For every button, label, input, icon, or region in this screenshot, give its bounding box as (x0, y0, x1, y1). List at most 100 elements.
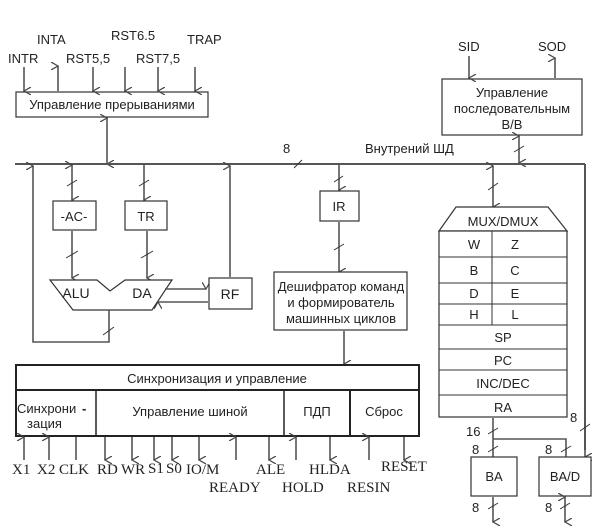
bus-width-label: 8 (283, 141, 290, 156)
register-file-table: W Z B C D E H L SP PC INC/DEC RA (438, 230, 568, 418)
interrupt-signals: INTR INTA RST5,5 RST6.5 RST7,5 TRAP (8, 28, 222, 91)
signal-reset: RESET (381, 459, 427, 475)
serial-io-block: Управление последовательным В/В (441, 78, 583, 136)
bus-width-tick (487, 182, 499, 191)
bus-width-tick (333, 175, 344, 183)
bus-width-tick (66, 179, 78, 187)
decoder-line-3: машинных циклов (286, 311, 396, 326)
signal-rd: RD (97, 462, 118, 478)
bus-width-tick (559, 502, 571, 510)
signal-x1: X1 (12, 462, 30, 478)
bad-out-width: 8 (545, 500, 552, 515)
temp-register-label: TR (137, 209, 154, 224)
reset-block-label: Сброс (365, 404, 403, 419)
signal-ale: ALE (256, 462, 285, 478)
signal-sid: SID (458, 39, 480, 54)
alu-feedback-link (33, 166, 110, 343)
address-register: RA (494, 400, 512, 415)
flags-register-box (208, 277, 253, 310)
ba-width-8: 8 (472, 442, 479, 457)
control-signal-arrows (24, 437, 404, 460)
interrupt-control-block: Управление прерываниями (15, 91, 209, 118)
signal-sod: SOD (538, 39, 566, 54)
serial-io-line-1: Управление (476, 85, 548, 100)
interrupt-control-box (15, 91, 209, 118)
address-buffer-box (470, 456, 518, 497)
bus-width-tick (102, 326, 115, 336)
ba-out-width: 8 (472, 500, 479, 515)
signal-s1: S1 (148, 461, 164, 477)
da-label: DA (132, 285, 152, 301)
signal-trap: TRAP (187, 32, 222, 47)
address-buffer-label: BA (485, 469, 503, 484)
register-b: B (470, 263, 479, 278)
addr-width-16: 16 (466, 424, 480, 439)
instruction-register-box (319, 190, 360, 222)
signal-rst75: RST7,5 (136, 51, 180, 66)
bus-label: Внутрений ШД (365, 141, 454, 156)
decoder-line-2: и формирователь (287, 295, 395, 310)
timing-control-title: Синхронизация и управление (127, 371, 307, 386)
serial-io-line-2: последовательным (454, 101, 570, 116)
register-d: D (469, 286, 478, 301)
signal-io-m: IO/M (186, 462, 219, 478)
register-l: L (511, 307, 518, 322)
decoder-box (273, 271, 408, 331)
temp-register-box (124, 200, 168, 231)
decoder-line-1: Дешифратор команд (278, 279, 405, 294)
bus-width-tick (65, 250, 79, 259)
bus-width-tick (487, 502, 499, 510)
signal-ready: READY (209, 480, 261, 496)
register-h: H (469, 307, 478, 322)
serial-io-line-3: В/В (502, 117, 523, 132)
register-file-box (438, 230, 568, 418)
register-e: E (511, 286, 520, 301)
register-pc: PC (494, 353, 512, 368)
bus-width-tick (138, 179, 150, 187)
alu-label: ALU (62, 285, 89, 301)
sync-dash: - (82, 401, 86, 416)
register-z: Z (511, 237, 519, 252)
sync-line-1: Синхрони (17, 401, 76, 416)
signal-intr: INTR (8, 51, 38, 66)
alu-shape (48, 279, 174, 311)
bus-width-tick (579, 423, 591, 432)
bus-width-tick (140, 250, 154, 259)
timing-control-block: Синхронизация и управление Синхрони - за… (15, 364, 420, 437)
bus-width-tick (513, 145, 525, 153)
bus-width-tick (333, 243, 345, 251)
bus-width-tick (487, 427, 499, 435)
bus-drop-width-8: 8 (570, 410, 577, 425)
accumulator-box (52, 200, 97, 231)
address-data-buffer-label: BA/D (550, 469, 580, 484)
register-c: C (510, 263, 519, 278)
signal-hold: HOLD (282, 480, 324, 496)
flags-register-label: RF (221, 286, 240, 302)
register-w: W (468, 237, 481, 252)
instruction-register-label: IR (333, 199, 346, 214)
bus-width-tick (293, 159, 303, 169)
signal-x2: X2 (37, 462, 55, 478)
bus-width-tick (487, 445, 499, 453)
signal-wr: WR (121, 462, 145, 478)
signal-rst65: RST6.5 (111, 28, 155, 43)
bus-width-tick (560, 445, 572, 453)
mux-label: MUX/DMUX (468, 214, 539, 229)
ra-bad-link (493, 438, 567, 457)
signal-rst55: RST5,5 (66, 51, 110, 66)
sync-line-2: зация (27, 416, 62, 431)
interrupt-control-label: Управление прерываниями (29, 97, 195, 112)
accumulator-label: -AC- (61, 209, 88, 224)
dma-label: ПДП (303, 404, 331, 419)
signal-s0: S0 (166, 461, 182, 477)
signal-hlda: HLDA (309, 462, 351, 478)
register-sp: SP (494, 330, 511, 345)
signal-inta: INTA (37, 32, 66, 47)
control-signal-labels: X1 X2 CLK RD WR S1 S0 IO/M READY ALE HOL… (12, 459, 427, 496)
bad-width-8: 8 (545, 442, 552, 457)
signal-resin: RESIN (347, 480, 391, 496)
bus-control-label: Управление шиной (132, 404, 247, 419)
inc-dec: INC/DEC (476, 376, 529, 391)
serial-io-box (441, 78, 583, 136)
